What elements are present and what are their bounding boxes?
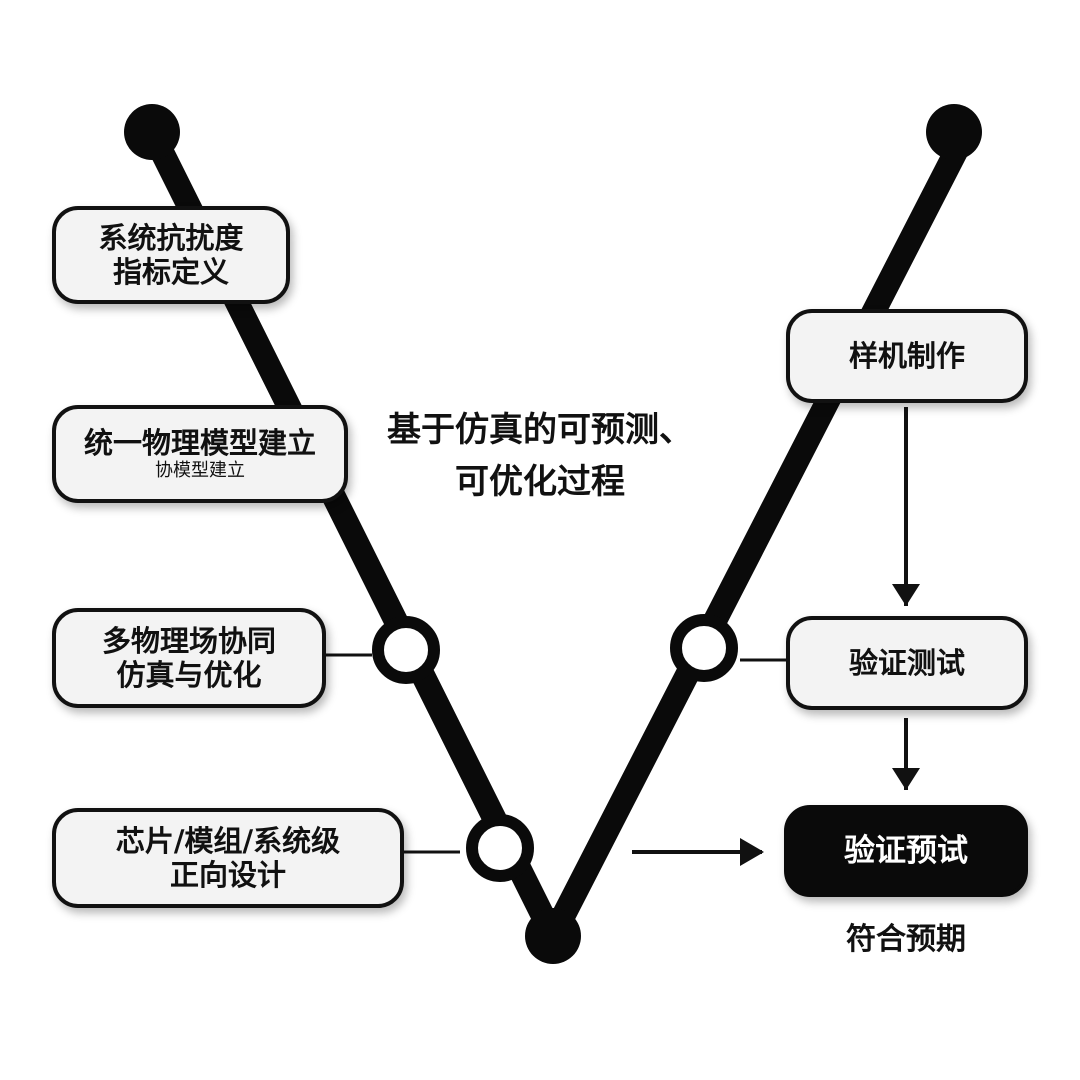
center-title: 基于仿真的可预测、 可优化过程 bbox=[330, 404, 750, 508]
arrow-right-head bbox=[740, 838, 764, 866]
node-bottom bbox=[525, 908, 581, 964]
node-right bbox=[670, 614, 738, 682]
outcome-label: 符合预期 bbox=[846, 922, 966, 957]
arrow-down-1-head bbox=[892, 584, 920, 606]
box-line: 系统抗扰度 bbox=[98, 221, 244, 255]
box-verification-pretest: 验证预试 bbox=[784, 805, 1028, 897]
box-line: 多物理场协同 bbox=[101, 624, 276, 658]
box-verification-test: 验证测试 bbox=[786, 616, 1028, 710]
box-line: 样机制作 bbox=[848, 339, 965, 373]
node-left-lower bbox=[466, 814, 534, 882]
box-line: 统一物理模型建立 bbox=[83, 426, 316, 460]
node-left-upper bbox=[372, 616, 440, 684]
box-forward-design: 芯片/模组/系统级 正向设计 bbox=[52, 808, 404, 908]
box-multiphysics-simulation: 多物理场协同 仿真与优化 bbox=[52, 608, 326, 708]
box-subtext: 协模型建立 bbox=[155, 460, 245, 481]
box-line: 正向设计 bbox=[169, 858, 286, 892]
box-line: 仿真与优化 bbox=[116, 658, 262, 692]
box-line: 芯片/模组/系统级 bbox=[115, 824, 341, 858]
box-line: 验证预试 bbox=[844, 833, 968, 869]
box-system-immunity-index: 系统抗扰度 指标定义 bbox=[52, 206, 290, 304]
box-line: 指标定义 bbox=[112, 255, 229, 289]
node-top-left bbox=[124, 104, 180, 160]
center-title-line: 可优化过程 bbox=[455, 462, 625, 502]
arrow-down-2-head bbox=[892, 768, 920, 790]
box-unified-physics-model: 统一物理模型建立 协模型建立 bbox=[52, 405, 348, 503]
center-title-line: 基于仿真的可预测、 bbox=[387, 410, 693, 450]
node-top-right bbox=[926, 104, 982, 160]
box-prototype: 样机制作 bbox=[786, 309, 1028, 403]
box-line: 验证测试 bbox=[848, 646, 965, 680]
